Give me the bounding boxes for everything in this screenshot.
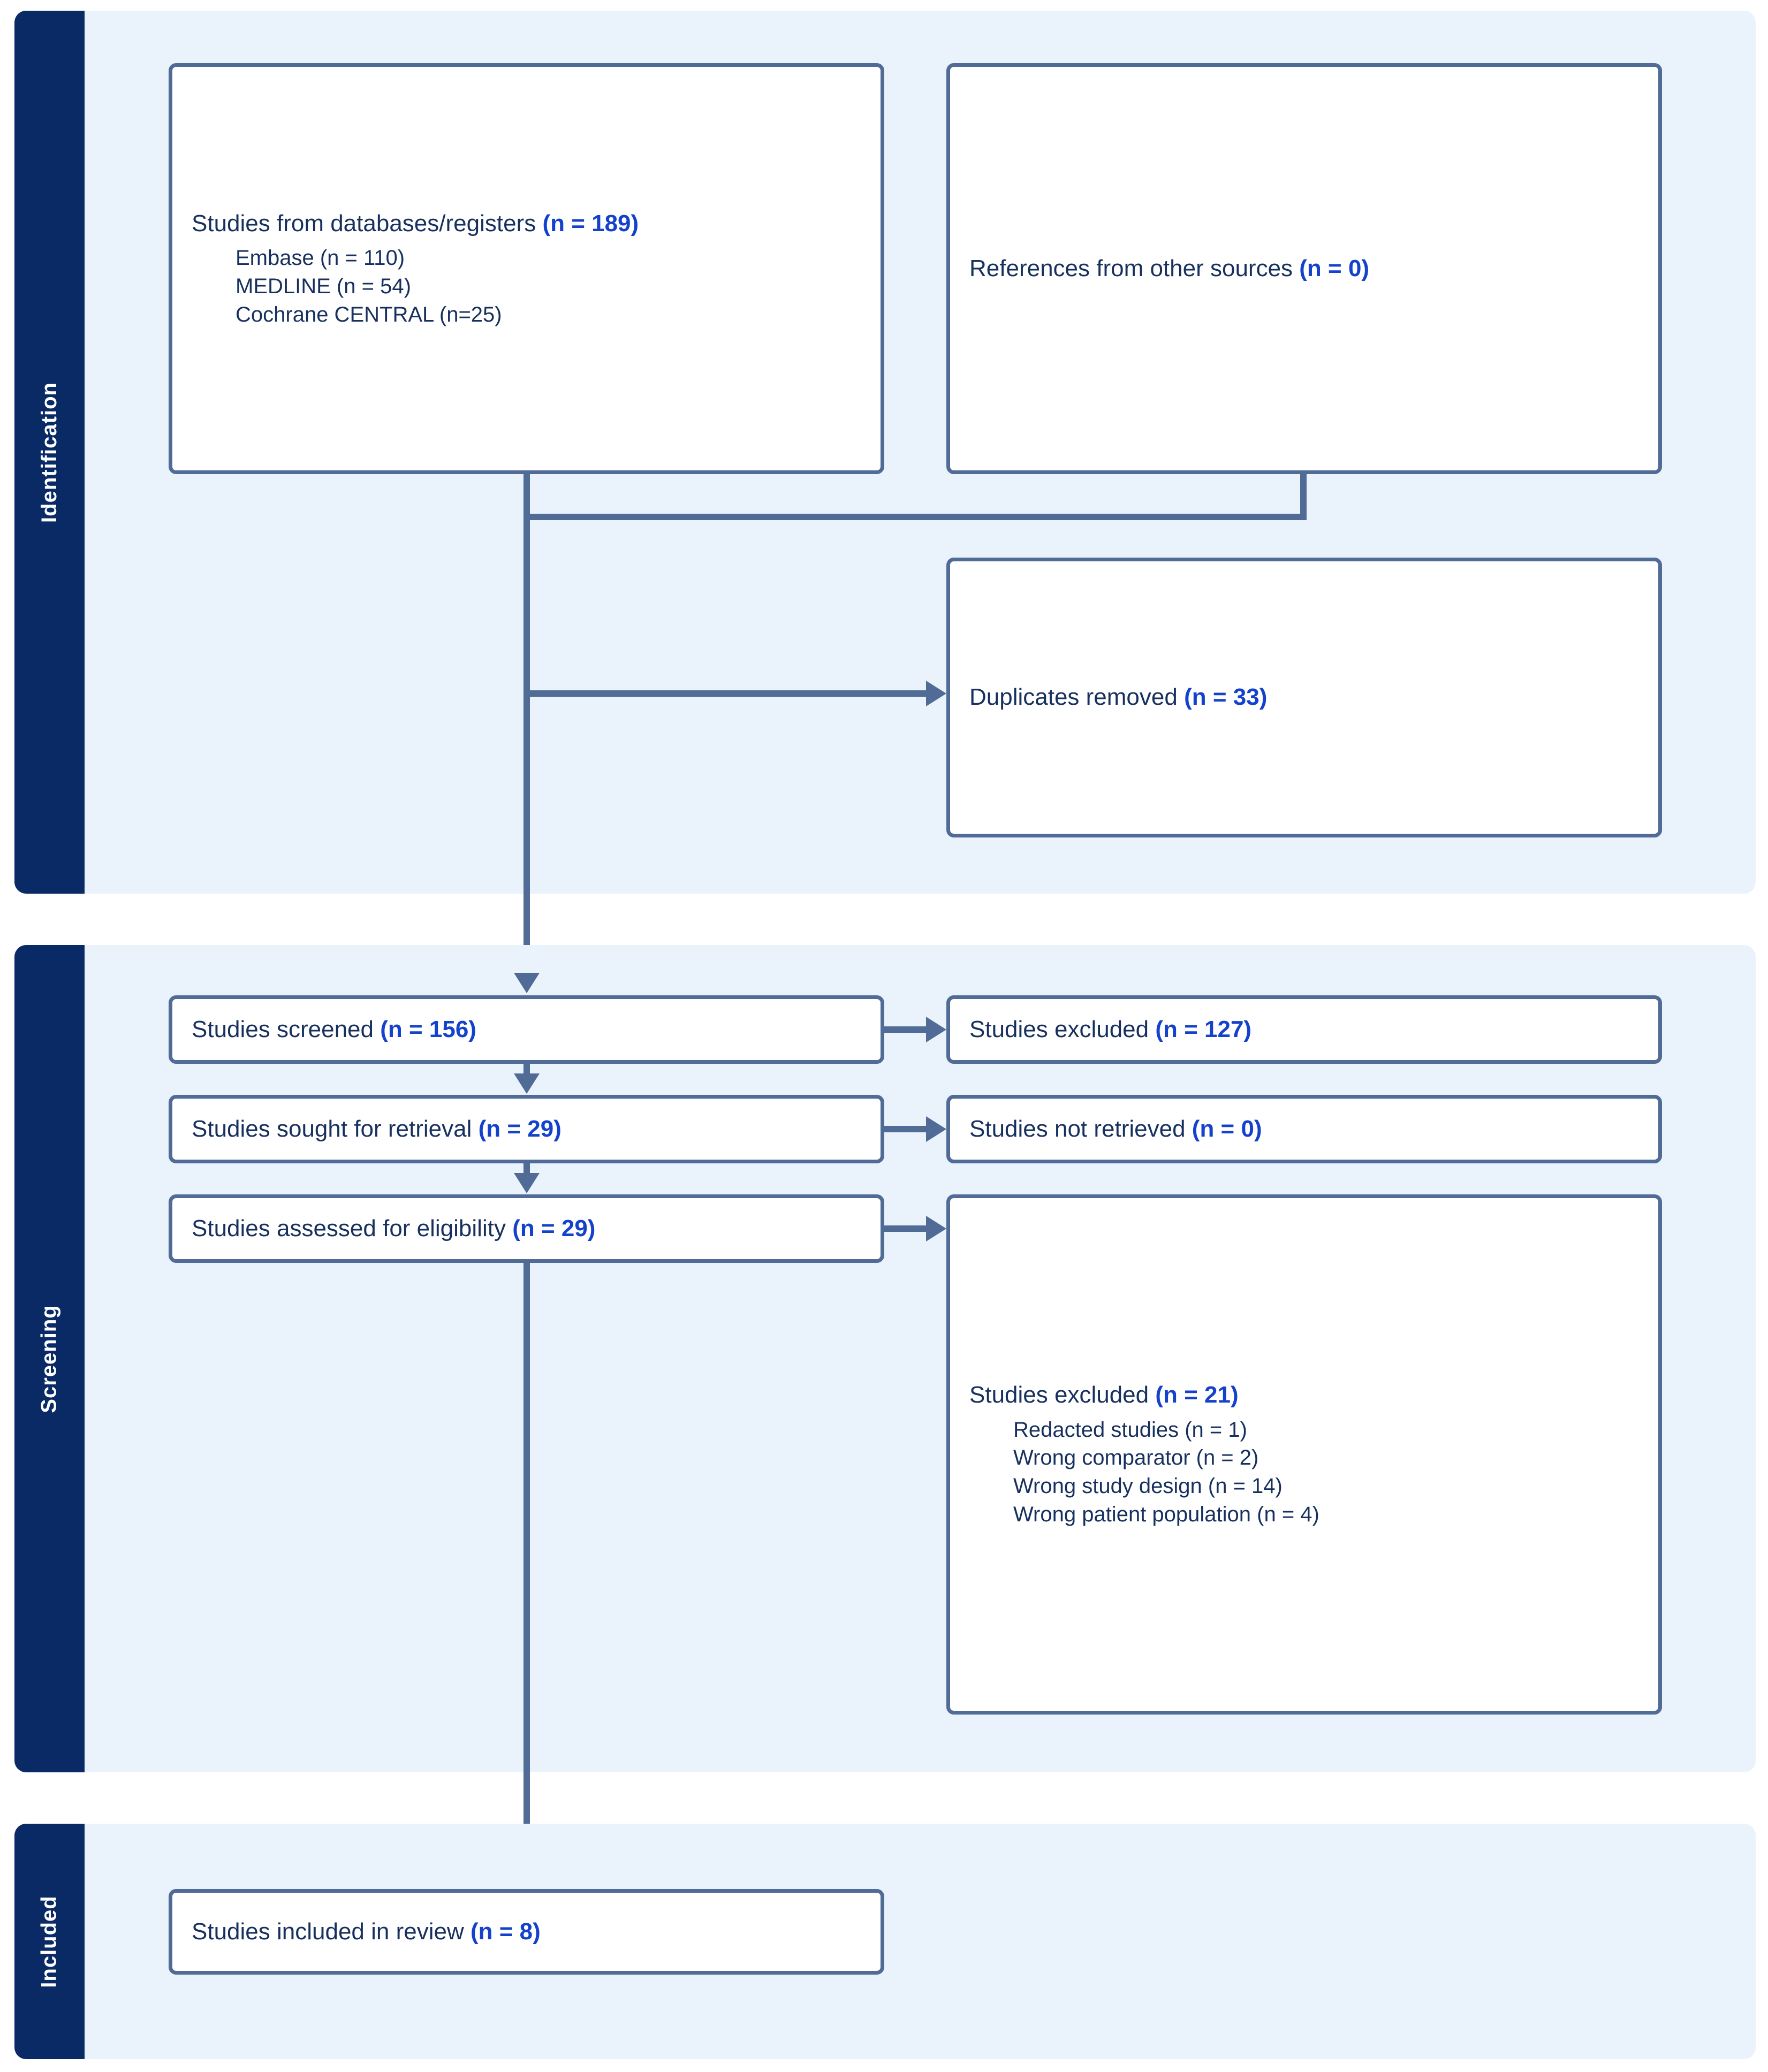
main-trunk-identification: [523, 514, 530, 990]
arrow-sought-to-not-retrieved: [926, 1116, 946, 1142]
box-screened-count: (n = 156): [380, 1016, 476, 1042]
box-databases-source-list: Embase (n = 110) MEDLINE (n = 54) Cochra…: [192, 244, 861, 329]
box-duplicates-count: (n = 33): [1184, 684, 1268, 711]
connector-to-duplicates: [523, 690, 926, 697]
box-excluded-screening-count: (n = 127): [1155, 1016, 1252, 1042]
box-sought-count: (n = 29): [478, 1115, 561, 1142]
stage-label-screening: Screening: [37, 1304, 61, 1413]
box-excluded-eligibility-count: (n = 21): [1155, 1382, 1239, 1408]
box-studies-not-retrieved: Studies not retrieved (n = 0): [946, 1095, 1662, 1163]
box-other-sources-title: References from other sources (n = 0): [969, 254, 1639, 284]
connector-merge-horizontal: [523, 514, 1307, 520]
source-item-embase: Embase (n = 110): [236, 246, 405, 270]
box-screened-title: Studies screened (n = 156): [192, 1015, 861, 1045]
box-studies-excluded-eligibility: Studies excluded (n = 21) Redacted studi…: [946, 1194, 1662, 1715]
box-included-title: Studies included in review (n = 8): [192, 1917, 861, 1947]
stage-strip-included: Included: [14, 1824, 85, 2059]
box-studies-excluded-screening: Studies excluded (n = 127): [946, 995, 1662, 1064]
box-included-label: Studies included in review: [192, 1918, 471, 1945]
arrow-assessed-to-excluded: [926, 1216, 946, 1241]
reason-item-wrong-study-design: Wrong study design (n = 14): [1013, 1474, 1283, 1498]
box-duplicates-label: Duplicates removed: [969, 684, 1185, 711]
arrow-screened-to-sought: [514, 1073, 540, 1094]
box-included-count: (n = 8): [470, 1918, 541, 1945]
stage-strip-identification: Identification: [14, 11, 85, 894]
box-studies-from-databases: Studies from databases/registers (n = 18…: [169, 63, 884, 474]
reason-item-redacted: Redacted studies (n = 1): [1013, 1418, 1247, 1442]
connector-sought-to-not-retrieved: [884, 1126, 926, 1132]
stage-label-included: Included: [37, 1895, 62, 1988]
main-trunk-to-included: [523, 1263, 530, 1873]
stage-label-identification: Identification: [37, 382, 62, 523]
box-excluded-screening-title: Studies excluded (n = 127): [969, 1015, 1639, 1045]
box-databases-title: Studies from databases/registers (n = 18…: [192, 209, 861, 239]
box-not-retrieved-count: (n = 0): [1192, 1115, 1262, 1142]
box-excluded-screening-label: Studies excluded: [969, 1016, 1156, 1042]
box-not-retrieved-title: Studies not retrieved (n = 0): [969, 1114, 1639, 1144]
box-screened-label: Studies screened: [192, 1016, 381, 1042]
reason-item-wrong-comparator: Wrong comparator (n = 2): [1013, 1446, 1259, 1470]
arrow-screened-to-excluded: [926, 1017, 946, 1042]
box-databases-count: (n = 189): [542, 210, 639, 237]
arrow-to-duplicates: [926, 681, 946, 706]
connector-assessed-to-excluded: [884, 1225, 926, 1232]
reason-item-wrong-patient-population: Wrong patient population (n = 4): [1013, 1502, 1319, 1526]
box-sought-label: Studies sought for retrieval: [192, 1115, 479, 1142]
box-studies-screened: Studies screened (n = 156): [169, 995, 884, 1064]
connector-other-sources-down: [1300, 474, 1307, 520]
arrow-to-studies-screened: [514, 973, 540, 993]
box-other-sources-count: (n = 0): [1299, 255, 1370, 281]
box-assessed-title: Studies assessed for eligibility (n = 29…: [192, 1214, 861, 1244]
box-studies-sought-retrieval: Studies sought for retrieval (n = 29): [169, 1095, 884, 1163]
box-sought-title: Studies sought for retrieval (n = 29): [192, 1114, 861, 1144]
box-studies-included-review: Studies included in review (n = 8): [169, 1889, 884, 1975]
stage-strip-screening: Screening: [14, 945, 85, 1772]
source-item-cochrane: Cochrane CENTRAL (n=25): [236, 302, 502, 326]
box-assessed-label: Studies assessed for eligibility: [192, 1215, 513, 1241]
box-assessed-count: (n = 29): [512, 1215, 596, 1241]
source-item-medline: MEDLINE (n = 54): [236, 274, 411, 298]
box-studies-assessed-eligibility: Studies assessed for eligibility (n = 29…: [169, 1194, 884, 1263]
box-databases-label: Studies from databases/registers: [192, 210, 543, 237]
connector-screened-to-excluded: [884, 1026, 926, 1033]
box-other-sources-label: References from other sources: [969, 255, 1300, 281]
box-excluded-eligibility-label: Studies excluded: [969, 1382, 1156, 1408]
box-duplicates-title: Duplicates removed (n = 33): [969, 682, 1639, 712]
box-references-other-sources: References from other sources (n = 0): [946, 63, 1662, 474]
connector-databases-down: [523, 474, 530, 520]
arrow-sought-to-assessed: [514, 1173, 540, 1193]
box-duplicates-removed: Duplicates removed (n = 33): [946, 558, 1662, 837]
box-excluded-eligibility-title: Studies excluded (n = 21): [969, 1380, 1639, 1410]
box-not-retrieved-label: Studies not retrieved: [969, 1115, 1192, 1142]
box-excluded-reason-list: Redacted studies (n = 1) Wrong comparato…: [969, 1416, 1639, 1529]
